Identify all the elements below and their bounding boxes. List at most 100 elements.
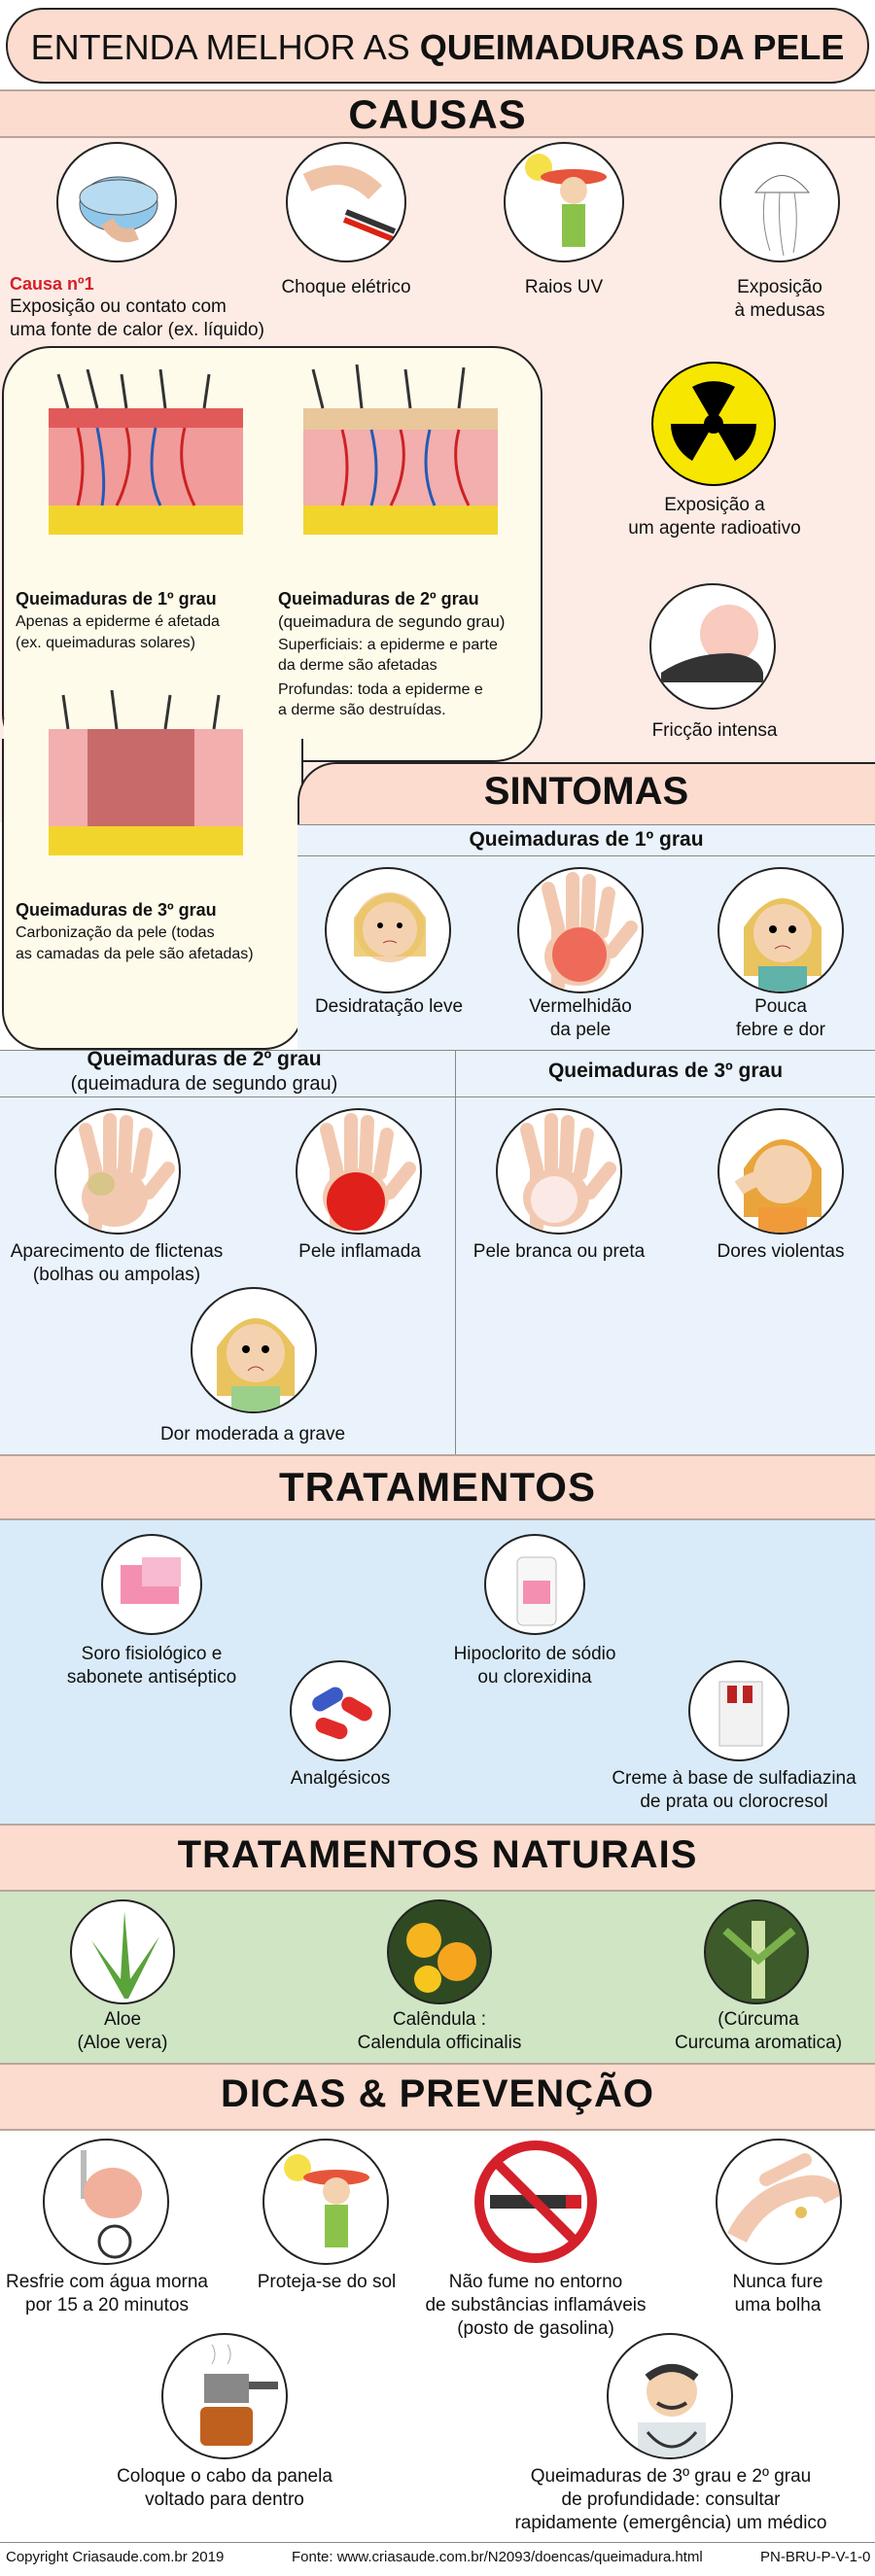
- jellyfish-icon: [719, 142, 840, 262]
- aloe-label-2: (Aloe vera): [77, 2033, 168, 2053]
- medico-label-1: Queimaduras de 3º grau e 2º grau: [530, 2466, 812, 2487]
- footer-fonte: Fonte: www.criasaude.com.br/N2093/doenca…: [292, 2549, 703, 2565]
- g2-desc-4: Profundas: toda a epiderme e: [278, 681, 483, 698]
- g3-title: Queimaduras de 3º grau: [16, 900, 217, 920]
- curc-label-1: (Cúrcuma: [718, 2009, 799, 2030]
- skin-1st-degree-image: [49, 368, 243, 564]
- friction-shoe-icon: [649, 583, 776, 710]
- page-title: ENTENDA MELHOR AS QUEIMADURAS DA PELE: [6, 27, 869, 68]
- fever-face-icon: [718, 867, 844, 993]
- no-smoking-icon: [472, 2139, 599, 2265]
- radio-label-2: um agente radioativo: [628, 518, 801, 539]
- dicas-band: [0, 2063, 875, 2131]
- inflamed-hand-icon: [296, 1108, 422, 1235]
- naturais-band: [0, 1824, 875, 1892]
- sintomas-g2-subheading: (queimadura de segundo grau): [70, 1073, 338, 1095]
- cause1-line1: Exposição ou contato com: [10, 296, 227, 317]
- friccao-label: Fricção intensa: [651, 720, 778, 741]
- g1-desc-1: Apenas a epiderme é afetada: [16, 613, 220, 630]
- sun-protection-icon: [262, 2139, 389, 2265]
- skin-3rd-degree-image: [49, 689, 243, 885]
- calend-label-2: Calendula officinalis: [357, 2033, 522, 2053]
- dehydration-face-icon: [325, 867, 451, 993]
- fume-label-2: de substâncias inflamáveis: [425, 2295, 647, 2315]
- hipo-label-2: ou clorexidina: [477, 1667, 592, 1688]
- uv-rays-icon: [504, 142, 624, 262]
- g3-desc-1: Carbonização da pele (todas: [16, 924, 215, 941]
- dor-mod-label: Dor moderada a grave: [159, 1424, 346, 1445]
- title-bold: QUEIMADURAS DA PELE: [419, 27, 845, 67]
- cause1-tag: Causa nº1: [10, 274, 94, 294]
- red-skin-hand-icon: [517, 867, 644, 993]
- curc-label-2: Curcuma aromatica): [674, 2033, 843, 2053]
- pain-face-icon: [191, 1287, 317, 1413]
- skin-2nd-degree-image: [303, 360, 498, 564]
- febre-label-2: febre e dor: [736, 1020, 825, 1040]
- creme-label-2: de prata ou clorocresol: [640, 1792, 828, 1812]
- sintomas-g2-heading: Queimaduras de 2º grau: [87, 1048, 322, 1070]
- g2-title: Queimaduras de 2º grau: [278, 589, 479, 609]
- footer-rule: [0, 2542, 875, 2543]
- naturais-title: TRATAMENTOS NATURAIS: [177, 1833, 698, 1876]
- fume-label-3: (posto de gasolina): [457, 2318, 614, 2339]
- sintomas-title: SINTOMAS: [483, 770, 689, 813]
- resfrie-label-1: Resfrie com água morna: [5, 2272, 209, 2292]
- cream-tube-icon: [688, 1660, 789, 1761]
- sol-label: Proteja-se do sol: [257, 2272, 397, 2292]
- violent-pain-face-icon: [718, 1108, 844, 1235]
- choque-label: Choque elétrico: [281, 277, 411, 297]
- aloe-vera-icon: [70, 1899, 175, 2004]
- panela-label-1: Coloque o cabo da panela: [117, 2466, 332, 2487]
- sintomas-band: [298, 762, 875, 824]
- flict-label-2: (bolhas ou ampolas): [32, 1265, 201, 1285]
- branca-label: Pele branca ou preta: [472, 1241, 646, 1262]
- sintomas-g1-heading: Queimaduras de 1º grau: [469, 828, 704, 851]
- calend-label-1: Calêndula :: [392, 2009, 487, 2030]
- electric-shock-icon: [286, 142, 406, 262]
- causas-band: [0, 89, 875, 138]
- bolha-label-2: uma bolha: [734, 2295, 822, 2315]
- soro-label-2: sabonete antiséptico: [66, 1667, 237, 1688]
- tratamentos-title: TRATAMENTOS: [279, 1464, 596, 1510]
- blister-hand-icon: [54, 1108, 181, 1235]
- medico-label-2: de profundidade: consultar: [561, 2489, 781, 2510]
- curcuma-icon: [704, 1899, 809, 2004]
- verm-label-1: Vermelhidão: [529, 996, 632, 1017]
- creme-label-1: Creme à base de sulfadiazina: [612, 1768, 857, 1789]
- doctor-icon: [607, 2333, 733, 2459]
- verm-label-2: da pele: [549, 1020, 612, 1040]
- analg-label: Analgésicos: [290, 1768, 391, 1789]
- flict-label-1: Aparecimento de flictenas: [10, 1241, 224, 1262]
- infl-label: Pele inflamada: [298, 1241, 421, 1262]
- medusas-label-1: Exposição: [737, 277, 822, 297]
- sintomas-divider: [455, 1050, 456, 1454]
- causas-title: CAUSAS: [348, 91, 527, 137]
- sintomas-g3-heading: Queimaduras de 3º grau: [547, 1060, 784, 1082]
- medico-label-3: rapidamente (emergência) um médico: [514, 2513, 827, 2533]
- g3-desc-2: as camadas da pele são afetadas): [16, 946, 254, 962]
- radioactive-icon: [651, 362, 776, 486]
- footer-code: PN-BRU-P-V-1-0: [760, 2549, 871, 2565]
- cool-water-icon: [43, 2139, 169, 2265]
- g2-desc-5: a derme são destruídas.: [278, 702, 446, 718]
- hot-liquid-icon: [56, 142, 177, 262]
- antiseptic-bottle-icon: [484, 1534, 585, 1635]
- sintomas-g1-rule: [298, 855, 875, 856]
- blister-hands-icon: [716, 2139, 842, 2265]
- g2-desc-2: Superficiais: a epiderme e parte: [278, 637, 498, 653]
- hipo-label-1: Hipoclorito de sódio: [453, 1644, 616, 1664]
- dicas-title: DICAS & PREVENÇÃO: [221, 2072, 654, 2115]
- radio-label-1: Exposição a: [664, 495, 765, 515]
- raios-label: Raios UV: [524, 277, 604, 297]
- pills-icon: [290, 1660, 391, 1761]
- desid-label: Desidratação leve: [314, 996, 464, 1017]
- header-banner: [6, 8, 869, 84]
- soro-label-1: Soro fisiológico e: [81, 1644, 223, 1664]
- cause1-line2: uma fonte de calor (ex. líquido): [10, 320, 264, 340]
- g2-desc-1: (queimadura de segundo grau): [278, 612, 506, 631]
- fume-label-1: Não fume no entorno: [448, 2272, 623, 2292]
- g1-title: Queimaduras de 1º grau: [16, 589, 217, 609]
- febre-label-1: Pouca: [754, 996, 807, 1017]
- g2-desc-3: da derme são afetadas: [278, 657, 438, 674]
- pan-icon: [161, 2333, 288, 2459]
